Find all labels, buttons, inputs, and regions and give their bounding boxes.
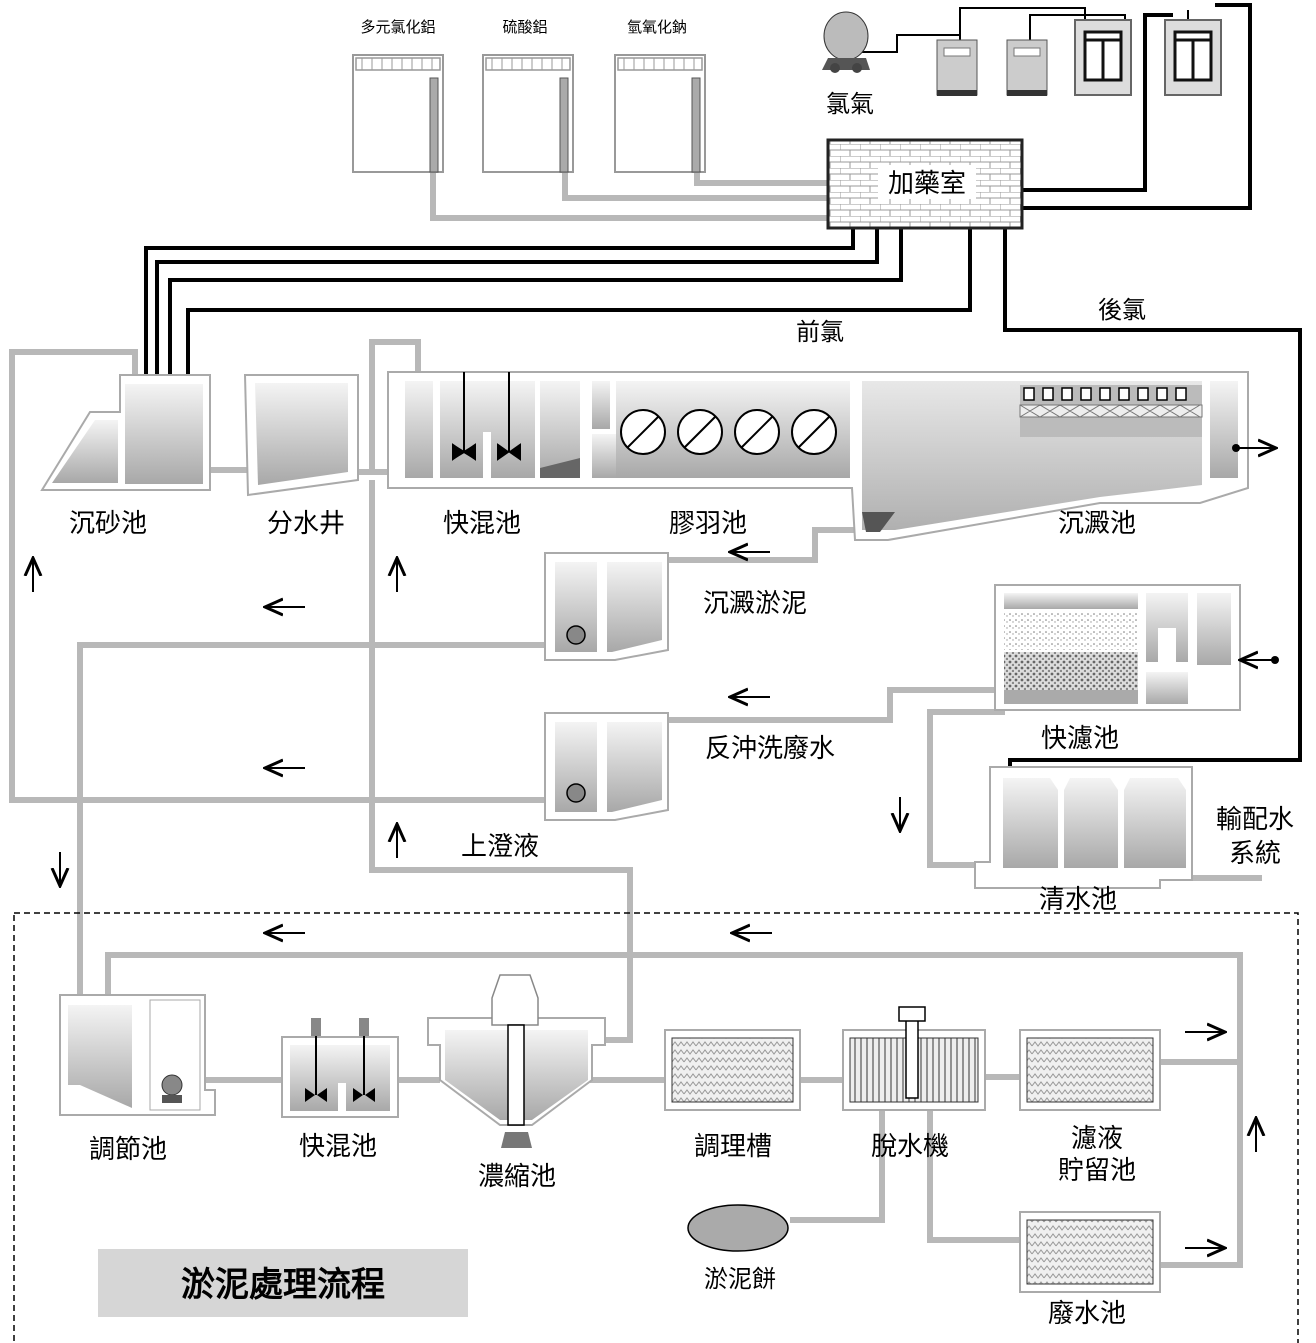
label-wastewater-pool: 廢水池 — [1048, 1299, 1126, 1329]
chlorine-panel-1 — [1074, 19, 1132, 96]
grit-chamber — [40, 374, 211, 491]
flow-arrows — [33, 552, 1256, 1248]
filtrate-storage — [1019, 1029, 1161, 1111]
label-filtrate-2: 貯留池 — [1058, 1156, 1136, 1186]
wastewater-pool — [1019, 1211, 1161, 1293]
chemical-tank-naoh — [614, 54, 706, 173]
label-dewatering: 脫水機 — [871, 1132, 949, 1162]
label-rapid-mix: 快混池 — [443, 509, 521, 539]
label-distribution-2: 系統 — [1229, 839, 1281, 869]
chemical-tank-alum — [482, 54, 574, 173]
label-dosing-room: 加藥室 — [888, 169, 966, 199]
label-chlorine: 氯氣 — [826, 90, 874, 118]
rapid-filter — [994, 584, 1241, 711]
sludge-rapid-mix — [281, 1018, 399, 1118]
label-alum: 硫酸鋁 — [502, 18, 547, 36]
label-sludge-cake: 淤泥餅 — [704, 1265, 776, 1293]
backwash-tank — [544, 712, 669, 821]
chlorinator-1 — [936, 39, 978, 96]
label-post-chlorine: 後氯 — [1098, 296, 1146, 324]
thickener — [427, 974, 606, 1148]
label-clear-well: 清水池 — [1039, 885, 1117, 915]
chlorine-panel-2 — [1164, 19, 1222, 96]
sludge-cake — [687, 1204, 789, 1252]
label-pac: 多元氯化鋁 — [360, 18, 435, 36]
label-pre-chlorine: 前氯 — [796, 318, 844, 346]
label-rapid-mix-2: 快混池 — [299, 1132, 377, 1162]
label-rapid-filter: 快濾池 — [1041, 724, 1119, 754]
chemical-tank-pac — [352, 54, 444, 173]
dosing-room — [826, 138, 1024, 230]
chemical-lines — [144, 3, 1302, 780]
label-sed-sludge: 沉澱淤泥 — [703, 589, 807, 619]
label-flocculation: 膠羽池 — [669, 509, 747, 539]
dewatering-machine — [842, 1006, 986, 1111]
label-equalization: 調節池 — [89, 1135, 167, 1165]
sludge-zone-border — [13, 912, 1299, 1343]
label-naoh: 氫氧化鈉 — [627, 18, 687, 36]
filter-inlet-arrow — [1240, 656, 1279, 664]
chlorine-cylinder-icon — [822, 11, 870, 73]
label-grit-chamber: 沉砂池 — [69, 509, 147, 539]
label-sludge-title: 淤泥處理流程 — [181, 1265, 385, 1305]
label-backwash: 反沖洗廢水 — [705, 734, 835, 764]
label-sedimentation: 沉澱池 — [1058, 509, 1136, 539]
label-filtrate-1: 濾液 — [1071, 1124, 1123, 1154]
chlorinator-2 — [1006, 39, 1048, 96]
label-conditioning: 調理槽 — [694, 1132, 772, 1162]
clear-well — [974, 766, 1193, 889]
process-pipes — [9, 172, 1262, 1268]
sludge-title-box — [98, 1249, 468, 1317]
label-supernatant: 上澄液 — [461, 832, 539, 862]
floc-paddles — [620, 409, 837, 455]
equalization-tank — [59, 994, 216, 1116]
sed-outlet-arrow — [1232, 444, 1276, 452]
sed-tube-settlers — [1019, 385, 1203, 437]
sed-sludge-tank — [544, 552, 669, 661]
label-thickener: 濃縮池 — [478, 1162, 556, 1192]
label-diversion-well: 分水井 — [267, 509, 345, 539]
diversion-well — [243, 374, 359, 497]
chlorine-feed-lines — [860, 7, 1189, 53]
conditioning-tank — [664, 1029, 801, 1111]
rapid-mix-mixers — [452, 372, 521, 461]
label-distribution-1: 輸配水 — [1216, 805, 1294, 835]
